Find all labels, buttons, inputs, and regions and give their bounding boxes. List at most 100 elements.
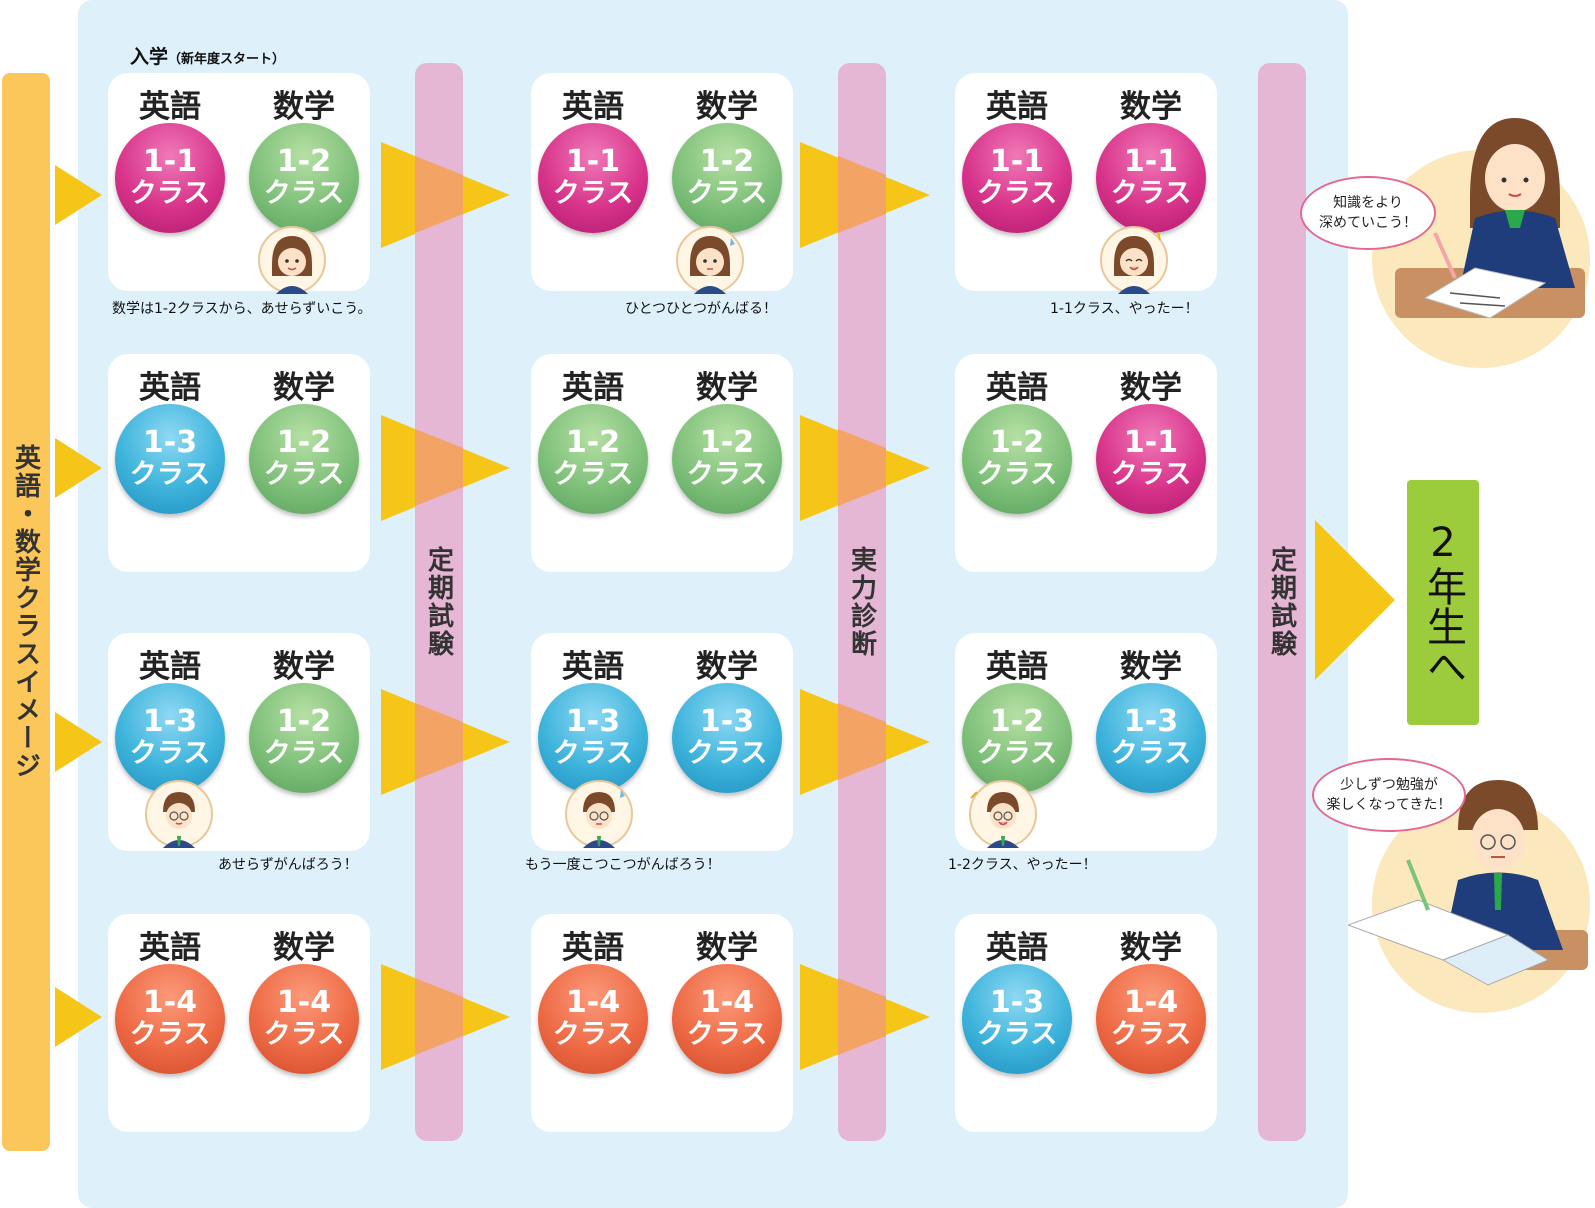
- subject-math-label: 数学: [696, 370, 758, 406]
- class-word: クラス: [976, 1019, 1058, 1050]
- exam-bar-3-text: 定期試験: [1266, 546, 1297, 658]
- subject-math-label: 数学: [273, 930, 335, 966]
- caption-boy-1: あせらずがんばろう！: [218, 857, 358, 873]
- grade-arrow: [1315, 520, 1395, 680]
- entry-arrow-3: [55, 712, 102, 772]
- class-word: クラス: [686, 1019, 768, 1050]
- entry-label: 入学: [130, 46, 169, 68]
- class-word: クラス: [129, 459, 211, 490]
- class-number: 1-4: [142, 985, 198, 1020]
- class-number: 1-2: [276, 144, 332, 179]
- class-number: 1-3: [142, 425, 198, 460]
- class-word: クラス: [1110, 178, 1192, 209]
- boy-avatar-1: [145, 780, 213, 848]
- class-word: クラス: [686, 459, 768, 490]
- grade-box: 2年生へ: [1407, 480, 1479, 725]
- arrow-tip-r2-c2: [838, 429, 886, 506]
- entry-arrow-2: [55, 438, 102, 498]
- subject-math-label: 数学: [1120, 89, 1182, 125]
- subject-english-label: 英語: [986, 649, 1048, 685]
- class-word: クラス: [976, 178, 1058, 209]
- class-word: クラス: [552, 1019, 634, 1050]
- subject-english-label: 英語: [139, 89, 201, 125]
- boy-speech-bubble: 少しずつ勉強が 楽しくなってきた！: [1312, 758, 1466, 832]
- class-word: クラス: [1110, 738, 1192, 769]
- subject-english-label: 英語: [986, 930, 1048, 966]
- class-word: クラス: [263, 459, 345, 490]
- girl-study-illustration: [1395, 118, 1585, 319]
- class-number: 1-4: [1123, 985, 1179, 1020]
- class-word: クラス: [552, 738, 634, 769]
- exam-bar-3: 定期試験: [1258, 63, 1306, 1141]
- subject-math-label: 数学: [273, 649, 335, 685]
- exam-bar-2-text: 実力診断: [846, 546, 877, 658]
- boy-avatar-2: [565, 780, 633, 848]
- caption-girl-3: 1-1クラス、やったー！: [1050, 301, 1199, 317]
- left-label: 英語・数学クラスイメージ: [2, 73, 50, 1151]
- subject-math-label: 数学: [1120, 649, 1182, 685]
- class-word: クラス: [1110, 459, 1192, 490]
- left-label-text: 英語・数学クラスイメージ: [10, 444, 41, 780]
- class-word: クラス: [552, 459, 634, 490]
- class-number: 1-1: [142, 144, 198, 179]
- caption-boy-2: もう一度こつこつがんばろう！: [525, 857, 721, 873]
- class-number: 1-3: [699, 704, 755, 739]
- class-number: 1-2: [276, 425, 332, 460]
- entry-sub: （新年度スタート）: [168, 52, 286, 67]
- subject-math-label: 数学: [696, 89, 758, 125]
- subject-math-label: 数学: [696, 930, 758, 966]
- arrow-tip-r1-c1: [415, 156, 463, 233]
- class-number: 1-2: [565, 425, 621, 460]
- class-word: クラス: [686, 738, 768, 769]
- class-word: クラス: [263, 1019, 345, 1050]
- class-word: クラス: [263, 738, 345, 769]
- boy-study-illustration: [1348, 780, 1588, 986]
- class-number: 1-2: [989, 704, 1045, 739]
- entry-title: 入学（新年度スタート）: [130, 42, 285, 69]
- entry-arrow-4: [55, 987, 102, 1047]
- class-word: クラス: [129, 1019, 211, 1050]
- arrow-tip-r4-c1: [415, 978, 463, 1055]
- exam-bar-1: 定期試験: [415, 63, 463, 1141]
- class-number: 1-4: [699, 985, 755, 1020]
- class-number: 1-3: [565, 704, 621, 739]
- boy-avatar-3: [969, 780, 1037, 848]
- subject-math-label: 数学: [273, 89, 335, 125]
- class-number: 1-3: [989, 985, 1045, 1020]
- caption-boy-3: 1-2クラス、やったー！: [948, 857, 1097, 873]
- grade-label: 2年生へ: [1420, 519, 1466, 686]
- class-number: 1-2: [989, 425, 1045, 460]
- exam-bar-2: 実力診断: [838, 63, 886, 1141]
- class-word: クラス: [552, 178, 634, 209]
- entry-arrow-1: [55, 165, 102, 225]
- class-number: 1-3: [142, 704, 198, 739]
- subject-english-label: 英語: [562, 930, 624, 966]
- class-number: 1-1: [989, 144, 1045, 179]
- subject-english-label: 英語: [139, 370, 201, 406]
- class-number: 1-4: [276, 985, 332, 1020]
